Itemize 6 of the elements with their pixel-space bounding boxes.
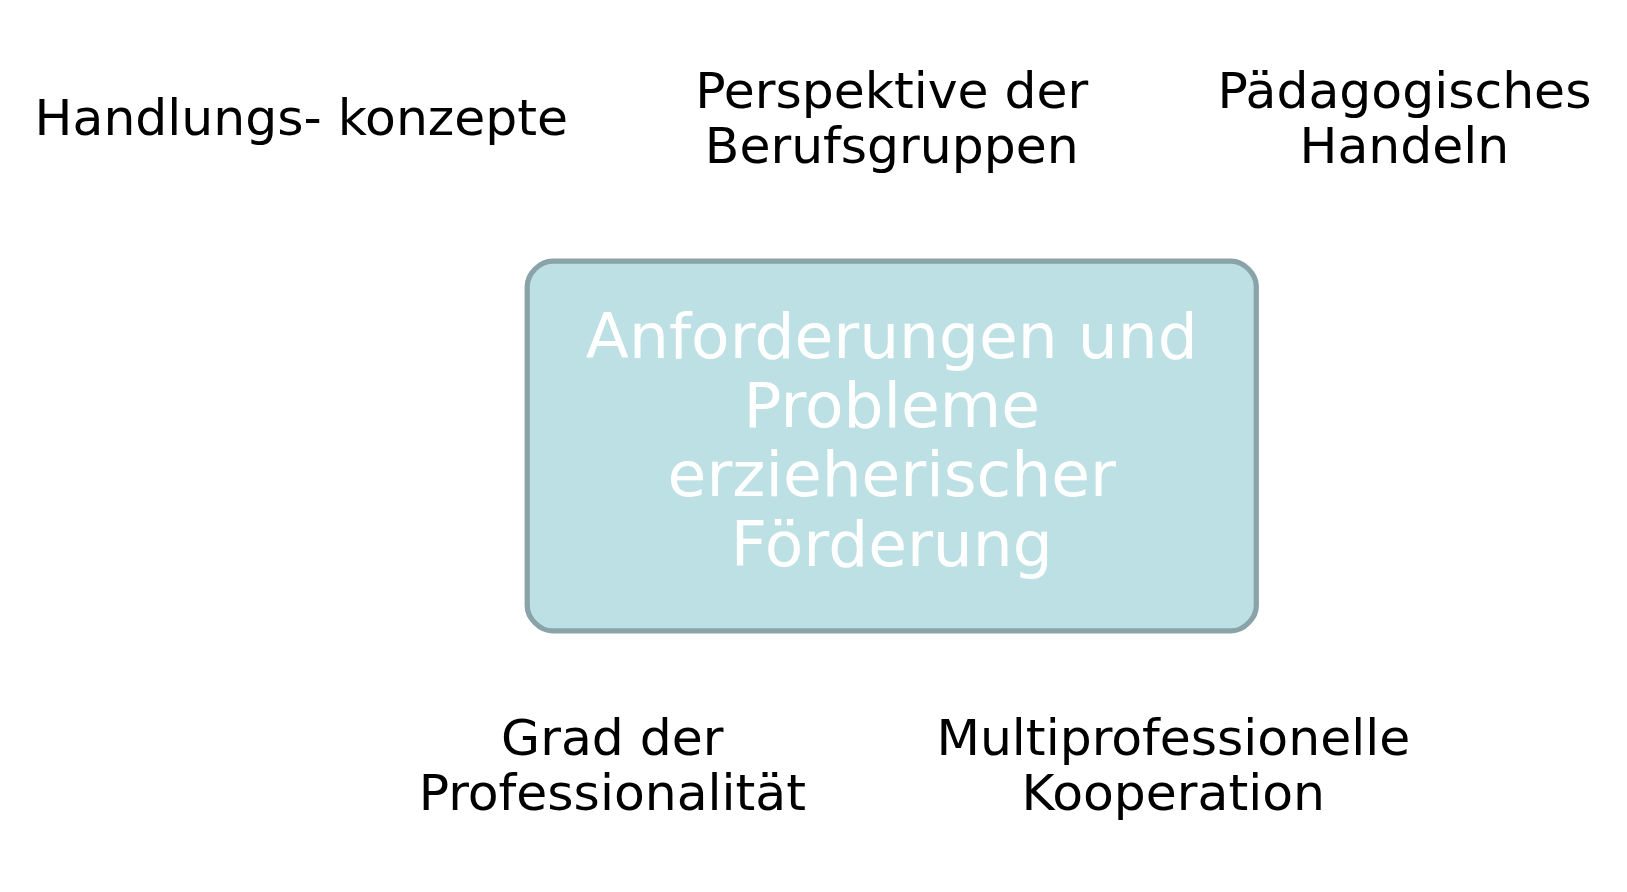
label: Handlungs- konzepte [34, 88, 569, 148]
label: Multiprofessionelle Kooperation [936, 708, 1411, 822]
label: Perspektive der Berufsgruppen [695, 61, 1089, 175]
node-box: Anforderungen und Probleme erzieherischer Förderung [524, 258, 1259, 634]
label: Pädagogisches Handeln [1217, 61, 1592, 175]
label: Grad der Professionalität [418, 708, 806, 822]
